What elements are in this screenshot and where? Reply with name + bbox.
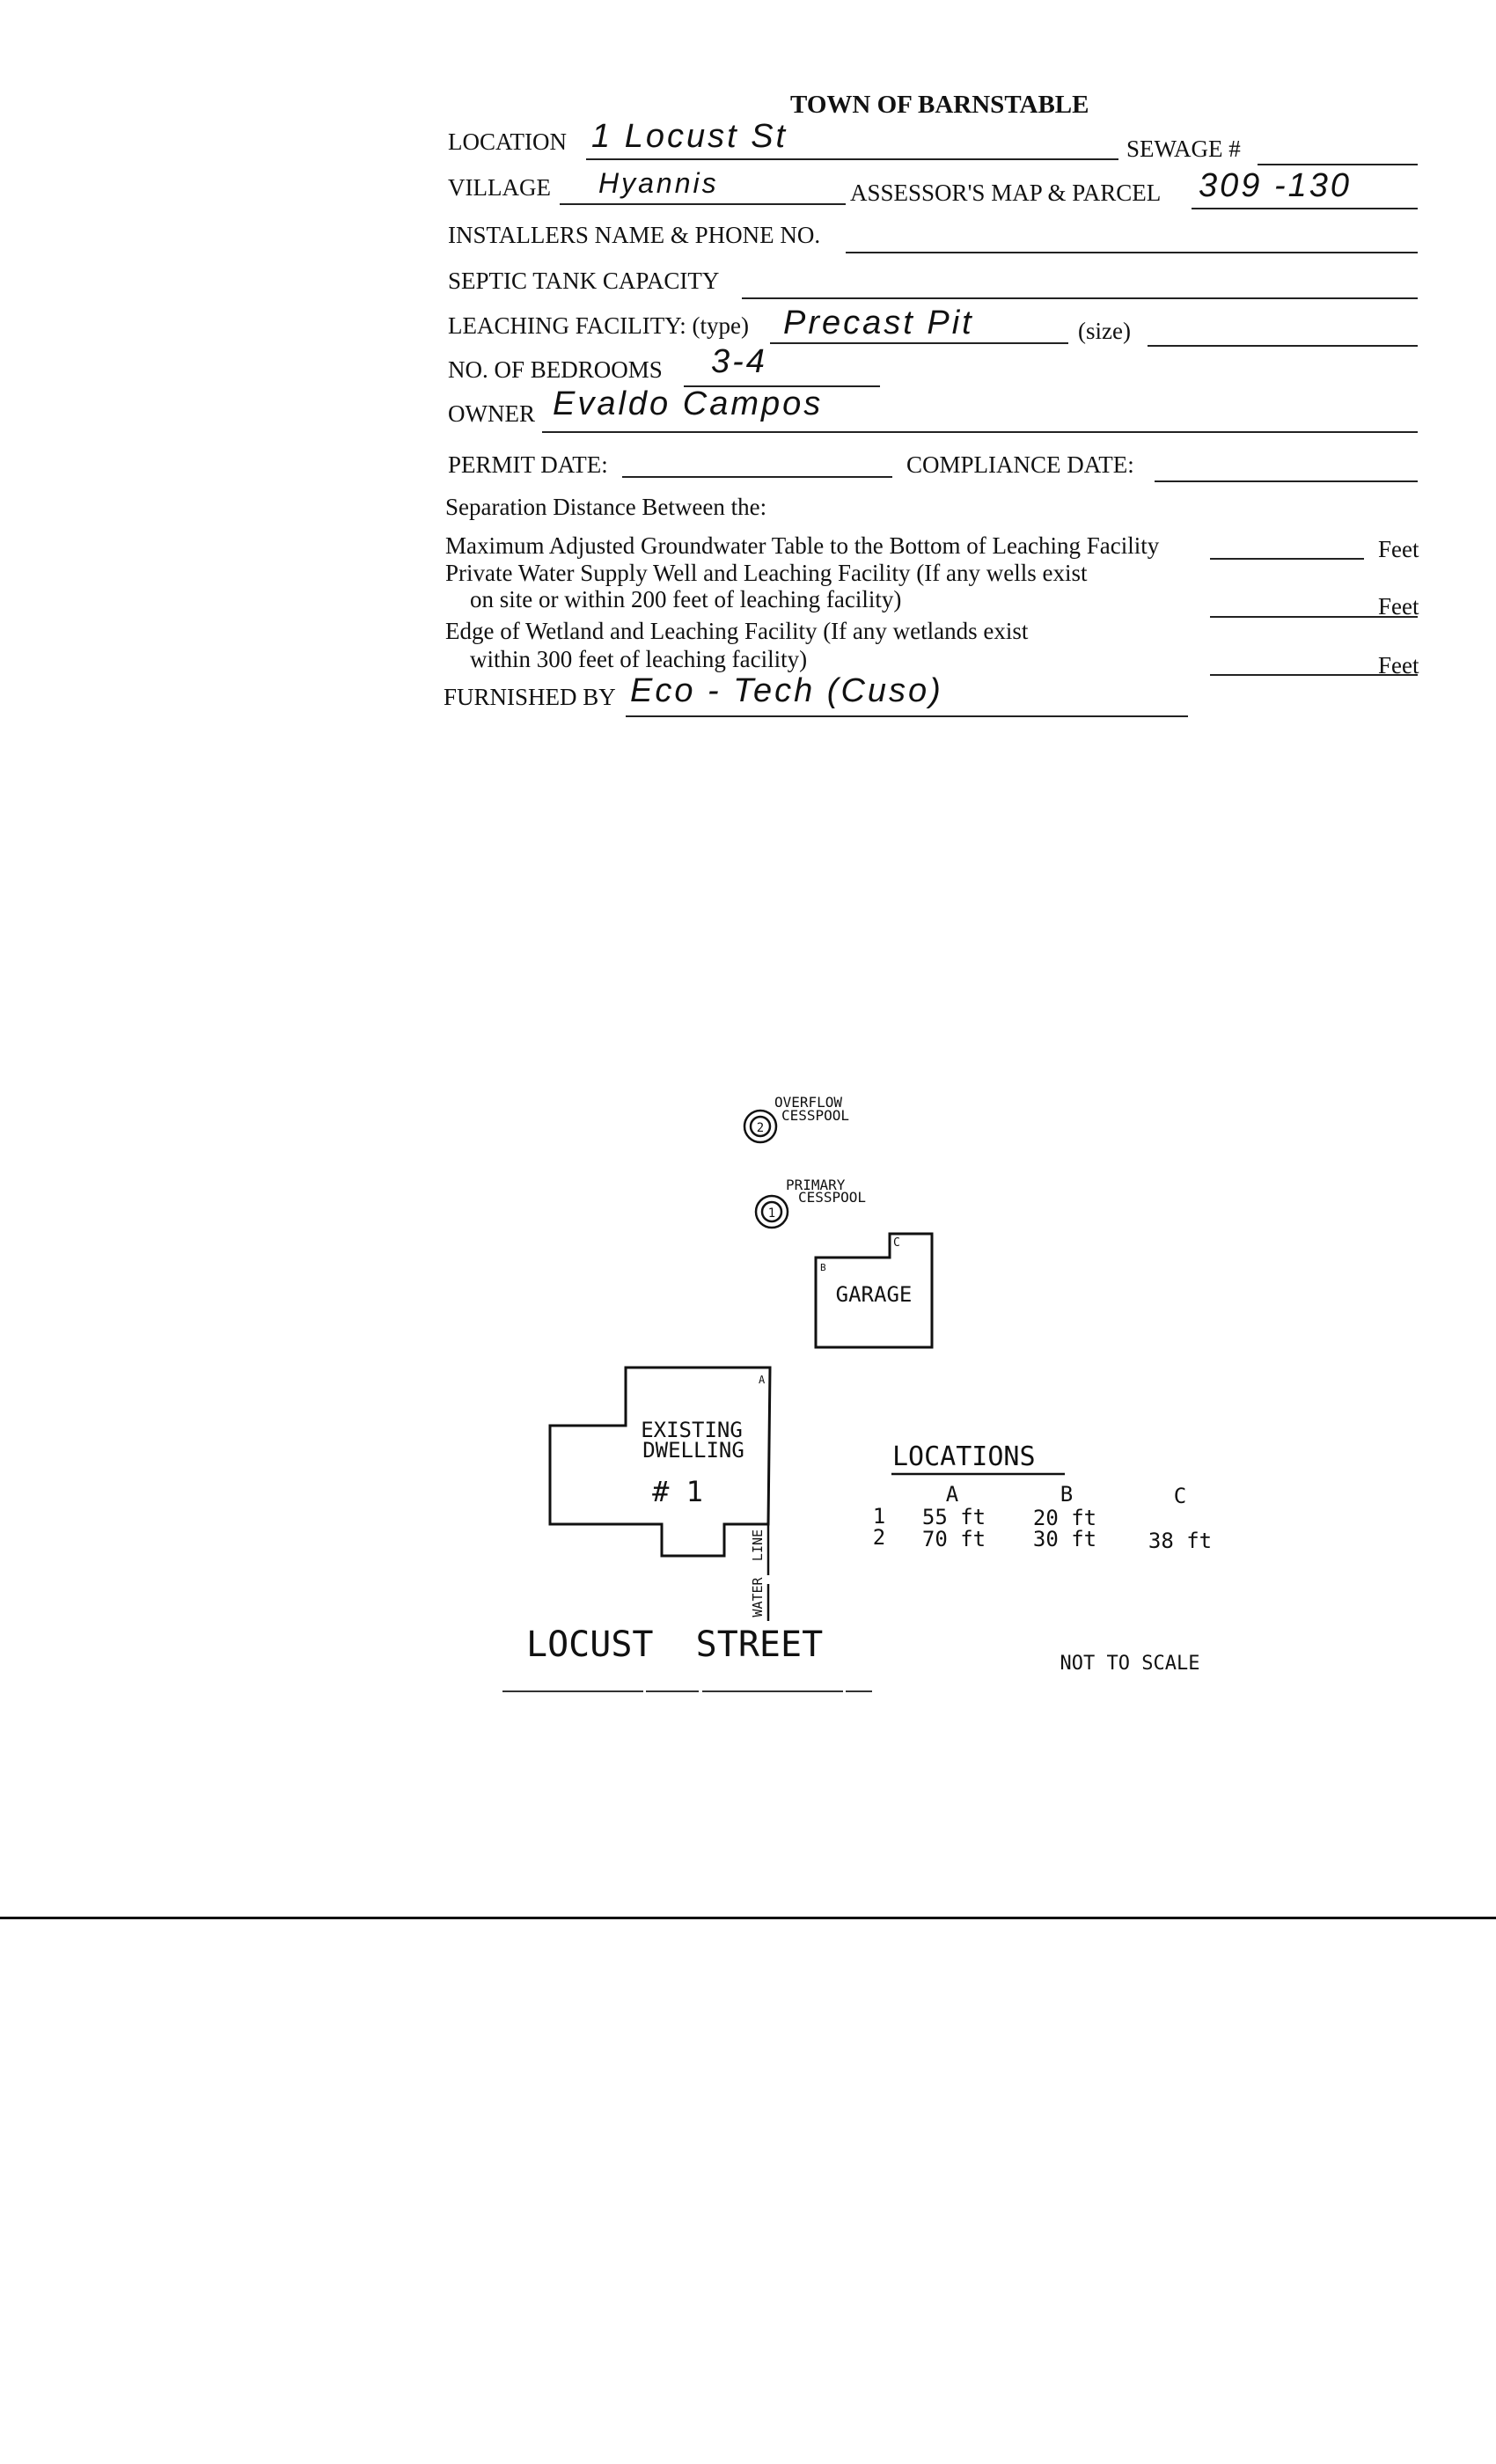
- corner-a-label: A: [759, 1374, 766, 1386]
- line-label: LINE: [750, 1529, 766, 1561]
- installer-line: [846, 252, 1418, 253]
- size-line: [1148, 345, 1418, 347]
- sep-wetland-text-1: Edge of Wetland and Leaching Facility (I…: [445, 618, 1029, 644]
- septic-line: [742, 297, 1418, 299]
- village-label: VILLAGE: [448, 174, 551, 201]
- installer-label: INSTALLERS NAME & PHONE NO.: [448, 222, 821, 248]
- row-2-c: 38 ft: [1148, 1529, 1212, 1553]
- street-label: LOCUST STREET: [526, 1624, 823, 1665]
- location-value: 1 Locust St: [591, 118, 788, 155]
- sep-well-text-1: Private Water Supply Well and Leaching F…: [445, 560, 1088, 586]
- row-1-a: 55 ft: [922, 1505, 986, 1529]
- column-c-header: C: [1174, 1484, 1186, 1508]
- owner-line: [542, 431, 1418, 433]
- bedrooms-label: NO. OF BEDROOMS: [448, 356, 663, 383]
- furnished-line: [626, 715, 1188, 717]
- garage-outline: [814, 1232, 934, 1349]
- village-line: [560, 203, 846, 205]
- sep-wetland-text-2: within 300 feet of leaching facility): [470, 646, 808, 672]
- dwelling-label-2: DWELLING: [642, 1438, 744, 1463]
- feet-label: Feet: [1378, 593, 1419, 620]
- sep-wetland-line: [1210, 674, 1418, 676]
- village-value: Hyannis: [598, 167, 719, 199]
- not-to-scale-note: NOT TO SCALE: [1060, 1653, 1200, 1675]
- permit-date-line: [622, 476, 892, 478]
- sep-well-line: [1210, 616, 1418, 618]
- furnished-value: Eco - Tech (Cuso): [630, 672, 943, 709]
- corner-b-label: B: [820, 1262, 826, 1273]
- overflow-cesspool: [743, 1109, 778, 1144]
- separation-heading: Separation Distance Between the:: [445, 494, 767, 520]
- overflow-label-1: OVERFLOW: [774, 1094, 842, 1111]
- sewage-label: SEWAGE #: [1126, 136, 1241, 162]
- dwelling-number: # 1: [652, 1475, 703, 1508]
- size-label: (size): [1078, 318, 1131, 344]
- map-parcel-value: 309 -130: [1199, 167, 1353, 204]
- form-title: TOWN OF BARNSTABLE: [790, 91, 1089, 119]
- owner-value: Evaldo Campos: [553, 385, 824, 422]
- location-label: LOCATION: [448, 128, 567, 155]
- permit-date-label: PERMIT DATE:: [448, 451, 608, 478]
- corner-c-label: C: [893, 1236, 900, 1250]
- sewage-line: [1258, 164, 1418, 165]
- primary-label-2: CESSPOOL: [798, 1189, 866, 1206]
- furnished-label: FURNISHED BY: [444, 684, 616, 710]
- feet-label: Feet: [1378, 652, 1419, 678]
- water-label: WATER: [750, 1576, 766, 1617]
- feet-label: Feet: [1378, 536, 1419, 562]
- compliance-date-line: [1155, 480, 1418, 482]
- row-2-a: 70 ft: [922, 1527, 986, 1551]
- column-a-header: A: [946, 1482, 959, 1507]
- garage-label: GARAGE: [836, 1282, 913, 1307]
- primary-cesspool: [754, 1194, 789, 1229]
- map-parcel-label: ASSESSOR'S MAP & PARCEL: [850, 180, 1162, 206]
- locations-title: LOCATIONS: [892, 1441, 1036, 1472]
- septic-label: SEPTIC TANK CAPACITY: [448, 268, 720, 294]
- sep-well-text-2: on site or within 200 feet of leaching f…: [470, 586, 902, 612]
- dwelling-outline: [548, 1366, 772, 1558]
- page-bottom-rule: [0, 1917, 1496, 1919]
- leaching-label: LEACHING FACILITY: (type): [448, 312, 749, 339]
- sep-groundwater-text: Maximum Adjusted Groundwater Table to th…: [445, 532, 1160, 559]
- leaching-type-value: Precast Pit: [783, 304, 974, 341]
- primary-label-1: PRIMARY: [786, 1177, 846, 1193]
- location-line: [586, 158, 1118, 160]
- row-1-id: 1: [873, 1504, 885, 1529]
- row-1-b: 20 ft: [1033, 1506, 1096, 1530]
- sep-groundwater-line: [1210, 558, 1364, 560]
- primary-cesspool-number: 1: [768, 1206, 775, 1221]
- bedrooms-value: 3-4: [711, 343, 767, 380]
- overflow-label-2: CESSPOOL: [781, 1107, 849, 1124]
- owner-label: OWNER: [448, 400, 535, 427]
- row-2-b: 30 ft: [1033, 1527, 1096, 1551]
- column-b-header: B: [1060, 1482, 1073, 1507]
- map-parcel-line: [1192, 208, 1418, 209]
- row-2-id: 2: [873, 1525, 885, 1550]
- bedrooms-line: [684, 385, 880, 387]
- compliance-date-label: COMPLIANCE DATE:: [906, 451, 1134, 478]
- dwelling-label-1: EXISTING: [641, 1418, 743, 1442]
- overflow-cesspool-number: 2: [757, 1121, 764, 1135]
- leaching-type-line: [770, 342, 1068, 344]
